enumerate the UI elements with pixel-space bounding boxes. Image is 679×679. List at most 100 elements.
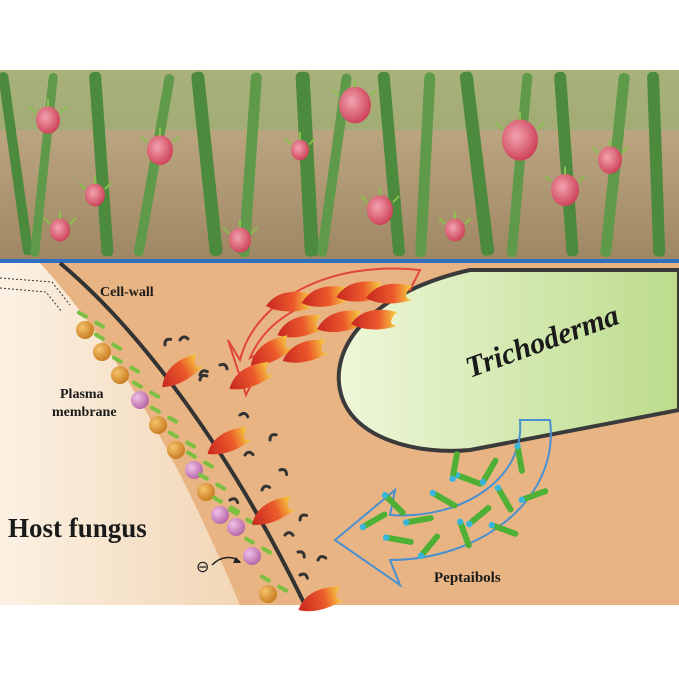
dragon-fruit: [50, 218, 70, 242]
lipid-tail: [261, 546, 273, 555]
cactus-stem: [0, 72, 33, 256]
lipid-tail: [243, 536, 255, 545]
dragon-fruit: [147, 135, 173, 165]
dragon-fruit: [551, 173, 579, 207]
wall-fragment: [228, 497, 240, 504]
wall-fragment: [278, 468, 289, 476]
enzyme-cone-icon: [282, 339, 329, 363]
wall-fragment: [198, 373, 209, 382]
cactus-stem: [506, 72, 533, 258]
enzyme-cone-icon: [277, 315, 324, 338]
wall-fragment: [218, 362, 229, 371]
cactus-stem: [133, 74, 175, 257]
cell-wall-line: [58, 261, 307, 606]
lipid-tail: [76, 310, 88, 319]
peptaibol-rod-icon: [494, 484, 514, 513]
peptaibol-rod-icon: [479, 457, 499, 486]
cactus-stem: [317, 73, 352, 257]
peptaibol-group: [359, 443, 549, 559]
plasma-membrane-label-1: Plasma: [60, 387, 104, 402]
lipid-head-icon: [131, 391, 149, 409]
lipid-head-icon: [227, 518, 245, 536]
peptaibol-rod-icon: [381, 491, 406, 516]
dragon-fruit: [502, 119, 538, 161]
wall-fragment: [260, 484, 272, 492]
wall-fragment: [268, 433, 278, 442]
lipid-head-icon: [259, 585, 277, 603]
cactus-stem: [89, 71, 114, 257]
wall-fragment: [163, 337, 173, 347]
dragon-fruit: [36, 106, 60, 134]
lipid-head-icon: [76, 321, 94, 339]
lipid-tail: [111, 342, 123, 351]
lipid-tail: [149, 405, 161, 414]
dragon-fruit: [598, 146, 622, 174]
dragon-fruit-plantation-photo: [0, 70, 679, 260]
lipid-head-icon: [111, 366, 129, 384]
host-fungus-label: Host fungus: [8, 513, 147, 543]
cactus-stem: [238, 72, 262, 258]
dragon-fruit: [367, 195, 393, 225]
wall-fragment: [178, 335, 190, 342]
cell-wall-fragments: [163, 335, 328, 580]
enzyme-cone-icon: [229, 361, 274, 390]
lipid-head-icon: [197, 483, 215, 501]
cactus-stem: [295, 71, 319, 257]
wall-fragment: [198, 369, 209, 377]
lipid-tail: [93, 332, 105, 341]
peptaibol-rod-icon: [449, 451, 460, 482]
peptaibol-rod-icon: [514, 443, 525, 474]
cactus-stem: [554, 71, 579, 257]
cactus-stem: [415, 72, 436, 258]
enzyme-cone-icon: [266, 291, 312, 312]
plasma-membrane: [76, 310, 289, 603]
peptaibol-rod-icon: [383, 534, 414, 545]
peptaibol-rod-icon: [359, 511, 388, 531]
cactus-stem: [647, 71, 666, 257]
wall-fragment: [298, 572, 309, 580]
lipid-tail: [167, 415, 179, 424]
peptaibol-rod-icon: [429, 489, 458, 509]
enzyme-cone-icon: [301, 286, 348, 307]
lipid-tail: [185, 440, 197, 449]
dragon-fruit: [229, 227, 251, 253]
lipid-head-icon: [93, 343, 111, 361]
lipid-tail: [185, 450, 197, 459]
enzyme-cone-icon: [366, 283, 412, 304]
wall-fragment: [298, 513, 309, 522]
peptaibols-label: Peptaibols: [434, 570, 501, 586]
peptaibol-rod-icon: [488, 522, 519, 537]
peptaibol-rod-icon: [403, 515, 434, 526]
host-fungus-cytoplasm: [0, 263, 240, 605]
lipid-tail: [131, 380, 143, 389]
lipid-tail: [227, 507, 239, 516]
dragon-fruit: [339, 86, 371, 124]
lipid-tail: [203, 460, 215, 469]
peptaibol-rod-icon: [466, 504, 492, 528]
lipid-tail: [277, 584, 289, 593]
lipid-head-icon: [211, 506, 229, 524]
enzyme-cone-icon: [250, 335, 294, 366]
lipid-tail: [259, 574, 271, 583]
enzyme-group: [162, 281, 412, 612]
divider-line: [0, 259, 679, 263]
lipid-tail: [149, 390, 161, 399]
peptaibol-rod-icon: [417, 533, 441, 559]
wall-fragment: [283, 531, 295, 537]
plasma-membrane-label-2: membrane: [52, 405, 117, 420]
cactus-stem: [459, 71, 495, 256]
enzyme-cone-icon: [207, 426, 252, 455]
enzyme-cone-icon: [298, 586, 344, 612]
lipid-tail: [94, 320, 106, 329]
wall-fragment: [243, 450, 255, 457]
peptaibol-rod-icon: [518, 488, 549, 503]
cactus-stem: [191, 71, 223, 256]
enzyme-cone-icon: [162, 353, 204, 388]
lipid-tail: [167, 430, 179, 439]
lipid-tail: [215, 482, 227, 491]
enzyme-cone-icon: [251, 496, 296, 525]
lipid-tail: [197, 472, 209, 481]
mechanism-diagram: Cell-wall Plasma membrane Trichoderma Ho…: [0, 261, 679, 612]
wall-fragment: [238, 411, 250, 419]
